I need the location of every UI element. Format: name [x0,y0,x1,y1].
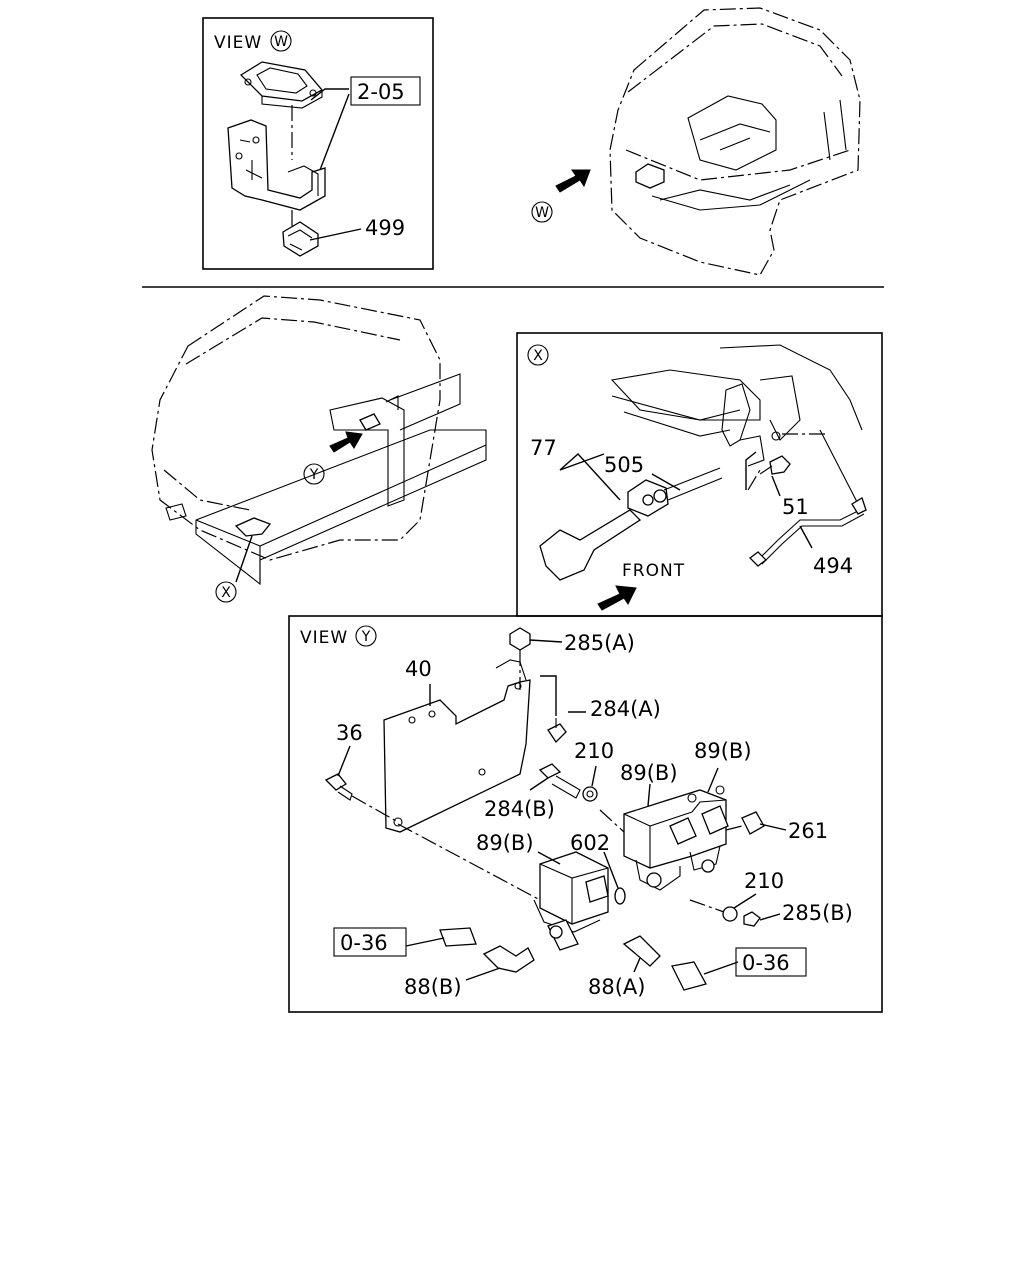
callout-40: 40 [405,657,432,681]
valve-left [533,851,609,951]
callout-285b: 285(B) [782,901,853,925]
callout-77: 77 [530,436,557,460]
view-y-panel: VIEW Y [288,615,883,1013]
view-x-panel: X [516,332,883,617]
callout-499: 499 [365,216,405,240]
view-w-marker: W [274,34,288,50]
valve-group-right [623,785,729,891]
x-pointer-marker: X [221,585,231,601]
ref-box-2-05 [350,76,421,106]
cab-chassis-view: Y X [151,295,487,603]
view-w-frame [202,17,434,270]
callout-285a: 285(A) [564,631,635,655]
bolt-284a [547,723,567,744]
fitting-0-36-right [671,961,707,991]
fitting-261 [741,811,765,835]
cab-interior-view: W [531,7,861,276]
bolt-36 [324,773,347,791]
callout-2-05: 2-05 [357,80,405,104]
fitting-88a [622,935,661,967]
washer-210-upper [582,786,598,802]
callout-89b-left: 89(B) [476,831,534,855]
callout-51: 51 [782,495,809,519]
view-y-title: VIEW [300,628,348,648]
view-w-marker-circle [270,30,292,52]
callout-284b: 284(B) [484,797,555,821]
callout-494: 494 [813,554,853,578]
arrow-indicator-y [329,431,363,453]
view-w-pointer-circle [531,201,553,223]
control-module-cover [239,61,324,160]
elbow-88b [482,945,535,973]
view-y-marker: Y [361,629,371,645]
callout-210-upper: 210 [574,739,614,763]
o-ring-602 [614,887,626,905]
front-label: FRONT [622,561,685,581]
view-y-marker-circle [355,625,377,647]
bolt-284b [538,763,562,779]
callout-284a: 284(A) [590,697,661,721]
callout-261: 261 [788,819,828,843]
bolt-51 [769,455,791,475]
view-w-title: VIEW [214,33,262,53]
view-w-panel: VIEW W 2-05 49 [202,17,434,270]
callout-210-lower: 210 [744,869,784,893]
nut-285a [509,627,531,651]
mount-bracket [227,119,326,211]
x-pointer-circle [215,581,237,603]
view-x-marker-circle [527,344,549,366]
callout-602: 602 [570,831,610,855]
fitting-0-36-left [439,927,477,947]
front-arrow [597,585,637,611]
callout-36: 36 [336,721,363,745]
callout-89b-middle: 89(B) [620,761,678,785]
callout-505: 505 [604,453,644,477]
arrow-indicator [555,169,591,193]
ref-box-0-36-left [333,927,407,957]
callout-89b-right-top: 89(B) [694,739,752,763]
callout-88b: 88(B) [404,975,462,999]
pipe-494 [749,429,867,567]
callout-0-36-right: 0-36 [742,951,790,975]
view-y-frame [288,615,883,1013]
y-pointer-marker: Y [309,467,319,483]
nut-285b [743,911,761,927]
view-x-marker: X [533,348,543,364]
ref-box-0-36-right [735,947,807,977]
callout-88a: 88(A) [588,975,645,999]
callout-0-36-left: 0-36 [340,931,388,955]
module-location [635,163,665,189]
washer-210-lower [722,906,738,922]
clip-part [282,210,319,257]
y-pointer-circle [303,463,325,485]
view-w-pointer-marker: W [535,205,549,221]
